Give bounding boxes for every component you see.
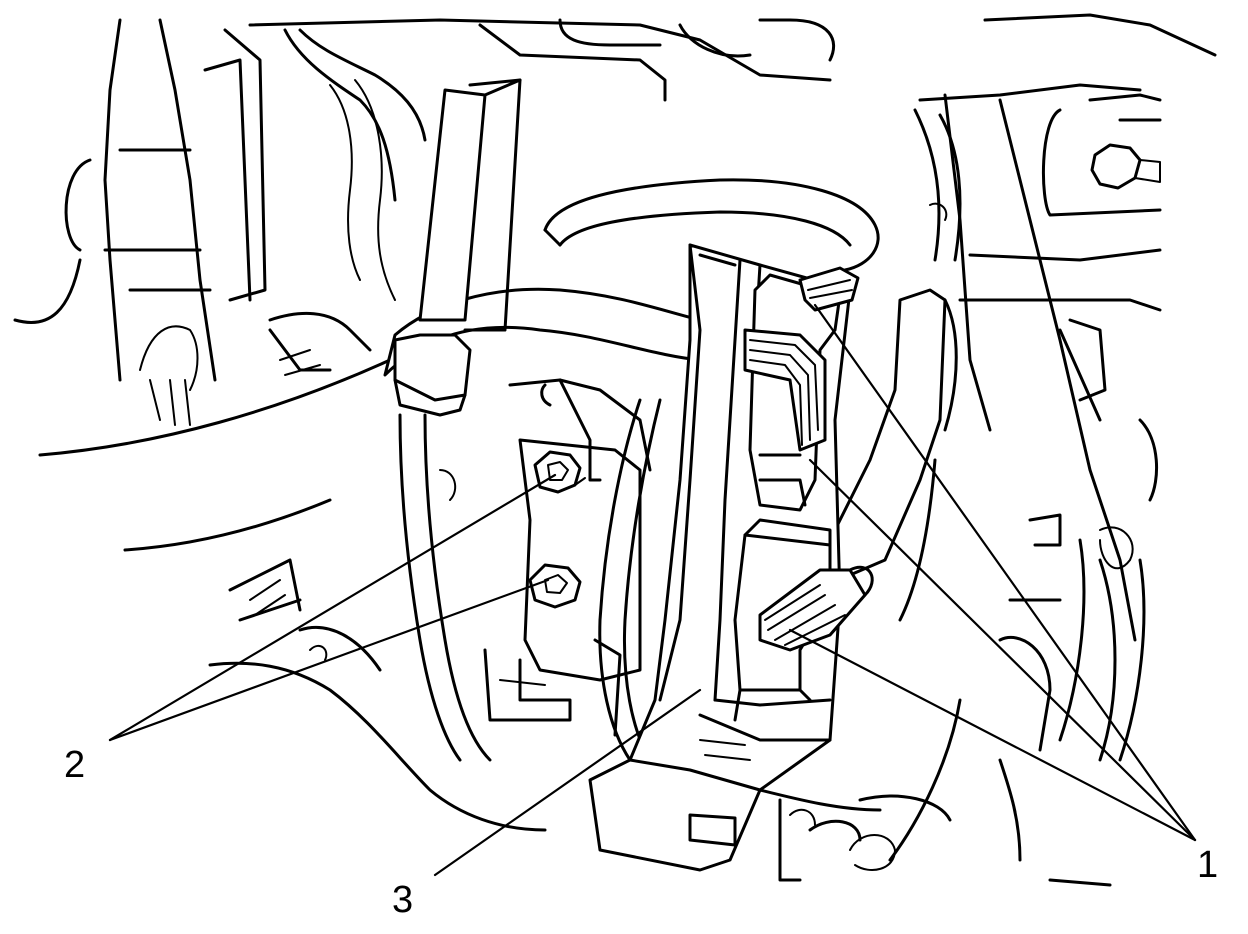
leader-lines-1 bbox=[788, 303, 1197, 842]
ecm-module bbox=[588, 243, 852, 872]
connector-wires bbox=[743, 266, 874, 652]
leader-lines-2 bbox=[108, 473, 557, 742]
vertical-pipe bbox=[393, 78, 522, 762]
callout-label-1: 1 bbox=[1197, 844, 1218, 886]
callout-label-3: 3 bbox=[392, 879, 413, 921]
loop-cable bbox=[543, 178, 880, 762]
callout-label-2: 2 bbox=[64, 744, 85, 786]
background-structure bbox=[13, 13, 1217, 887]
right-harness bbox=[818, 108, 962, 622]
leader-line-3 bbox=[433, 688, 702, 877]
bolt-lower bbox=[528, 563, 582, 609]
